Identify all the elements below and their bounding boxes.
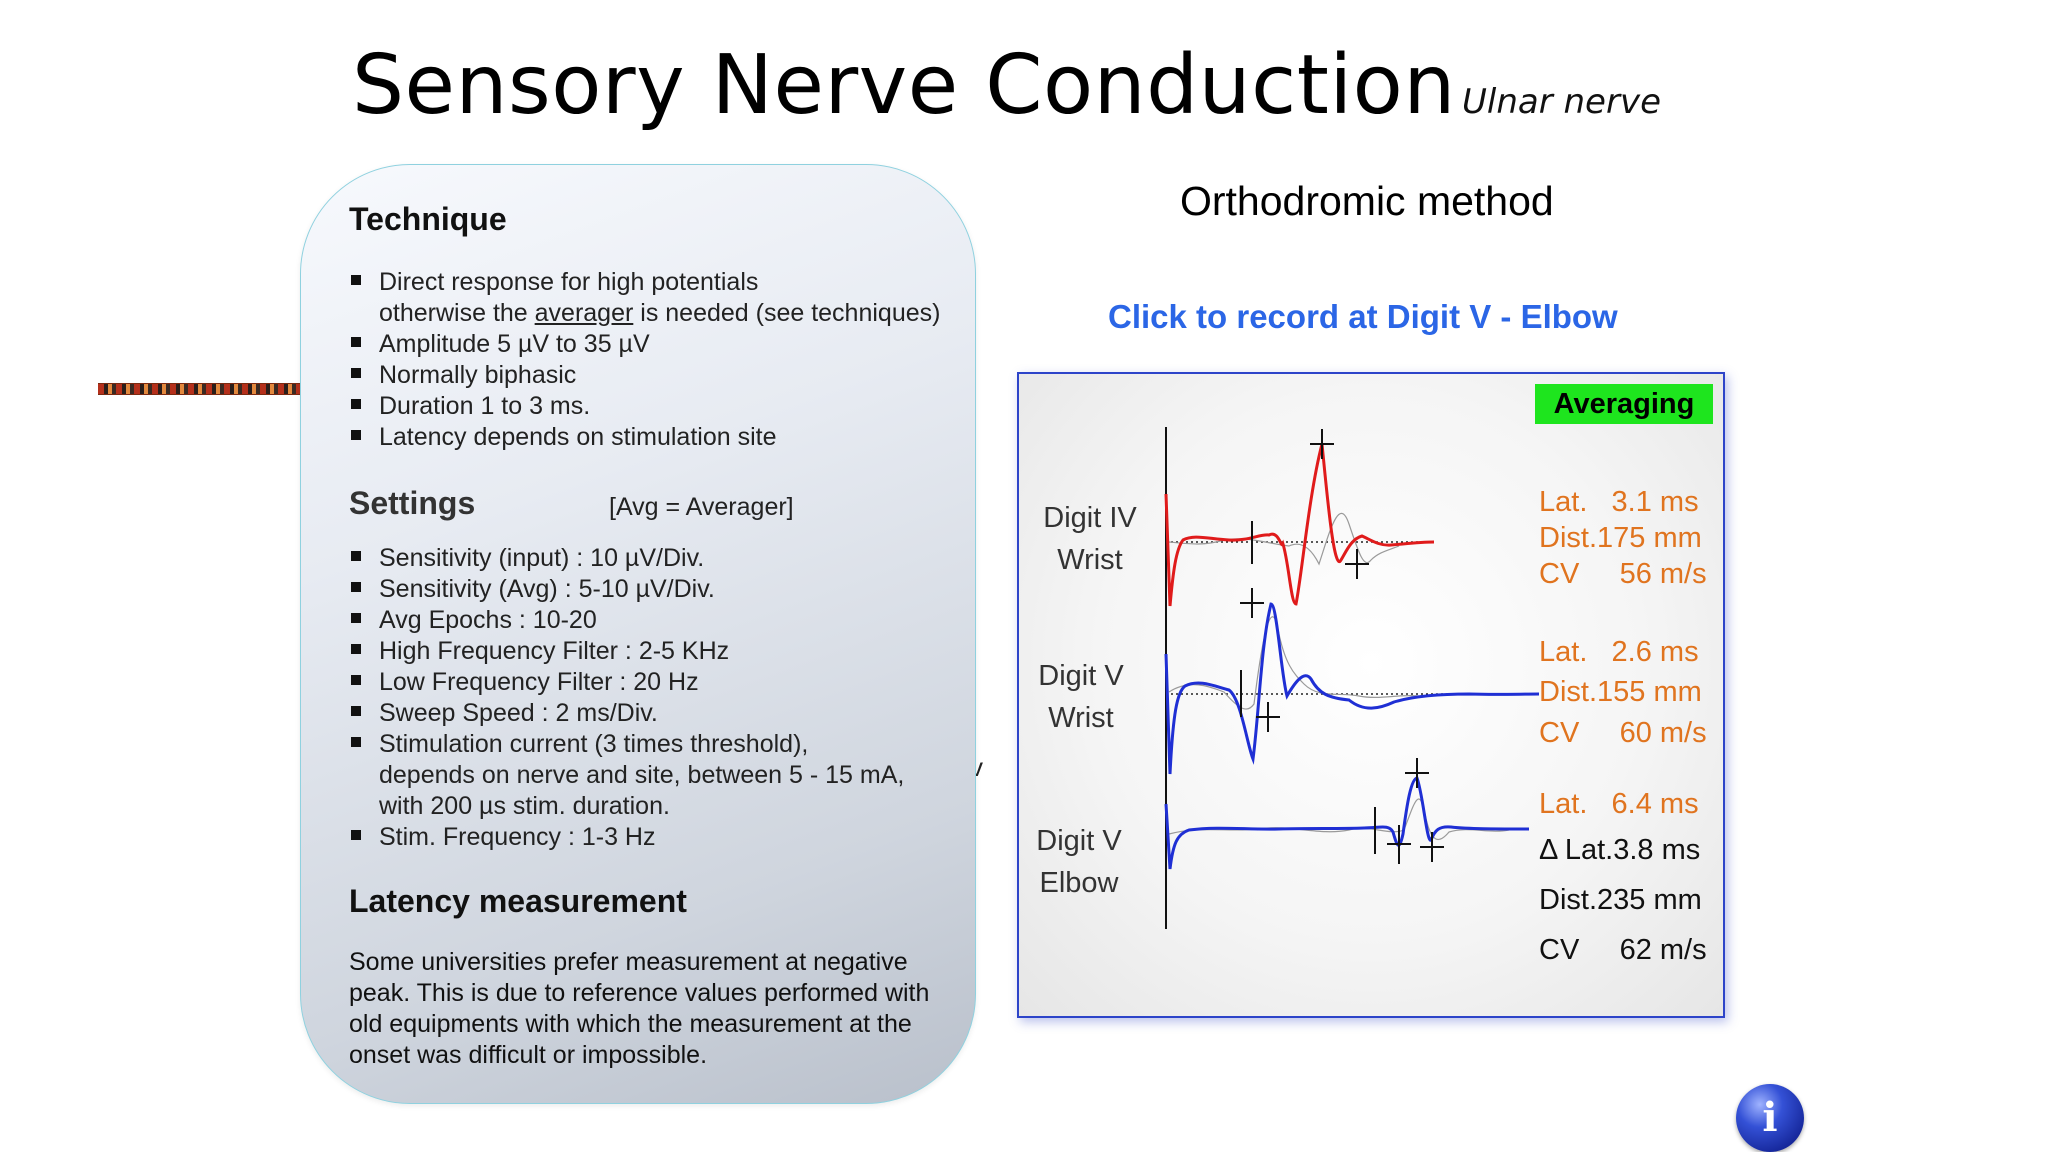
raw-trace [1168, 616, 1420, 710]
waveform-plot [1164, 427, 1540, 929]
list-item: Sensitivity (Avg) : 5-10 µV/Div. [349, 574, 904, 605]
trough-marker [1345, 549, 1369, 579]
trace2-latency: Lat. 2.6 ms [1539, 636, 1699, 668]
list-item: Avg Epochs : 10-20 [349, 605, 904, 636]
list-item: Stim. Frequency : 1-3 Hz [349, 822, 904, 853]
recording-display: Averaging Digit IV Wrist Digit V Wrist D… [1017, 372, 1725, 1018]
trace3-distance: Dist.235 mm [1539, 884, 1702, 916]
list-item: Sensitivity (input) : 10 µV/Div. [349, 543, 904, 574]
trace2-distance: Dist.155 mm [1539, 676, 1702, 708]
raw-trace [1168, 798, 1510, 841]
list-item: Stimulation current (3 times threshold),… [349, 729, 904, 822]
list-item: Amplitude 5 µV to 35 µV [349, 329, 940, 360]
peak-marker [1310, 429, 1334, 459]
trace1-cv: CV 56 m/s [1539, 558, 1707, 590]
list-item: Direct response for high potentials othe… [349, 267, 940, 329]
averaged-trace [1164, 776, 1530, 870]
trace-digit-v-wrist [1164, 588, 1540, 775]
trace-label-2: Digit V Wrist [1038, 660, 1124, 734]
record-digit-v-elbow-link[interactable]: Click to record at Digit V - Elbow [1108, 298, 1618, 335]
trace1-distance: Dist.175 mm [1539, 522, 1702, 554]
trace3-delta-latency: Δ Lat.3.8 ms [1539, 834, 1701, 866]
settings-list: Sensitivity (input) : 10 µV/Div. Sensiti… [349, 543, 904, 853]
trace3-cv: CV 62 m/s [1539, 934, 1707, 966]
info-panel: Technique Direct response for high poten… [300, 164, 976, 1104]
averager-link[interactable]: averager [534, 299, 634, 327]
list-item: Low Frequency Filter : 20 Hz [349, 667, 904, 698]
list-item: Latency depends on stimulation site [349, 422, 940, 453]
list-item: Normally biphasic [349, 360, 940, 391]
trace-digit-iv-wrist [1164, 429, 1435, 607]
trace1-latency: Lat. 3.1 ms [1539, 486, 1699, 518]
trace2-cv: CV 60 m/s [1539, 717, 1707, 749]
method-title: Orthodromic method [1180, 178, 1554, 224]
trace-digit-v-elbow [1164, 758, 1530, 870]
slide-title: Sensory Nerve Conduction [352, 38, 1456, 133]
info-icon[interactable]: i [1736, 1084, 1804, 1152]
list-item: Sweep Speed : 2 ms/Div. [349, 698, 904, 729]
settings-heading: Settings [349, 485, 476, 521]
averaging-badge: Averaging [1535, 384, 1713, 424]
peak-marker [1405, 758, 1429, 788]
onset-cross-marker [1387, 825, 1411, 864]
technique-list: Direct response for high potentials othe… [349, 267, 940, 453]
trough-marker [1420, 832, 1444, 862]
settings-note: [Avg = Averager] [609, 493, 794, 521]
technique-heading: Technique [349, 201, 507, 237]
latency-text: Some universities prefer measurement at … [349, 948, 930, 1069]
trace-label-3: Digit V Elbow [1036, 825, 1122, 899]
averaged-trace [1164, 602, 1540, 775]
peak-marker [1240, 588, 1264, 618]
list-item: Duration 1 to 3 ms. [349, 391, 940, 422]
electrode-cable-graphic [98, 383, 300, 395]
latency-heading: Latency measurement [349, 883, 687, 919]
trace-label-1: Digit IV Wrist [1043, 502, 1137, 576]
trough-marker [1256, 702, 1280, 732]
trace3-latency: Lat. 6.4 ms [1539, 788, 1699, 820]
list-item: High Frequency Filter : 2-5 KHz [349, 636, 904, 667]
slide-subtitle: Ulnar nerve [1462, 82, 1661, 122]
averaged-trace [1164, 443, 1435, 607]
